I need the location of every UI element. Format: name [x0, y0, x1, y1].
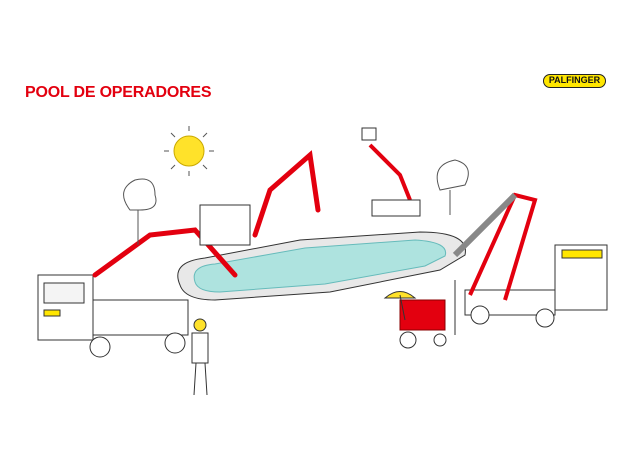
pool — [177, 231, 466, 301]
center-crane — [252, 150, 321, 238]
page-title: POOL DE OPERADORES — [25, 84, 212, 101]
right-truck — [452, 192, 608, 328]
umbrella — [383, 291, 417, 321]
left-crane — [92, 227, 238, 278]
forklift — [399, 280, 456, 349]
sun-icon — [164, 126, 214, 176]
worker — [191, 318, 209, 396]
trees — [123, 159, 469, 245]
aerial-platform — [361, 127, 421, 217]
palfinger-logo: PALFINGER — [543, 74, 606, 88]
center-truck — [199, 204, 251, 246]
left-truck — [37, 274, 189, 358]
